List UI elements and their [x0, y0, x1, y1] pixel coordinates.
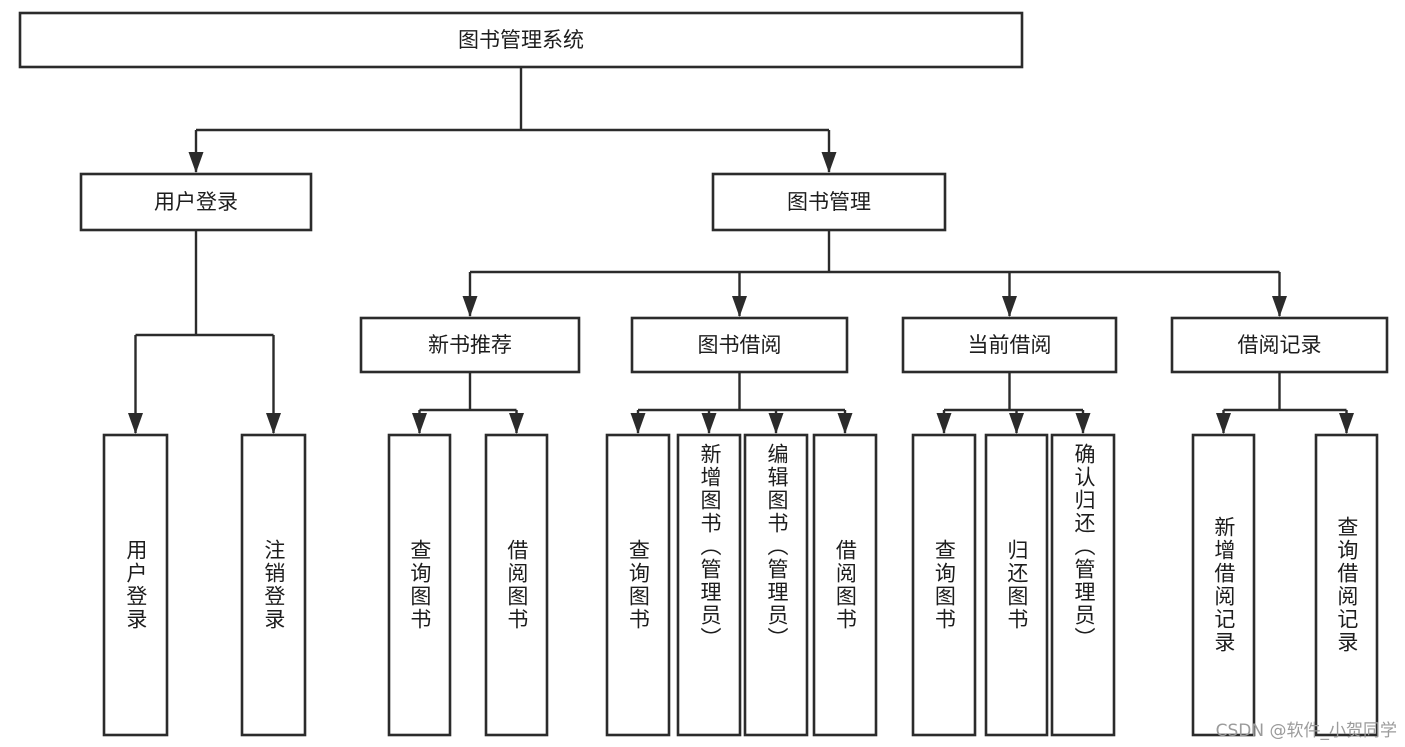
node-box-leaf-12[interactable]	[1314, 433, 1379, 737]
node-box-leaf-11[interactable]	[1191, 433, 1256, 737]
arrow-head-icon	[412, 413, 427, 434]
arrow-head-icon	[732, 296, 747, 317]
node-box-leaf-6[interactable]	[743, 433, 809, 737]
arrow-head-icon	[128, 413, 143, 434]
arrow-head-icon	[509, 413, 524, 434]
node-box-leaf-8[interactable]	[911, 433, 977, 737]
arrow-head-icon	[1002, 296, 1017, 317]
node-box-leaf-0[interactable]	[102, 433, 169, 737]
node-box-level2-1[interactable]	[630, 316, 849, 374]
connectors-layer	[128, 67, 1354, 434]
arrow-head-icon	[821, 152, 837, 173]
node-box-leaf-10[interactable]	[1050, 433, 1116, 737]
node-box-root[interactable]	[18, 11, 1024, 69]
arrow-head-icon	[1272, 296, 1287, 317]
arrow-head-icon	[768, 413, 784, 434]
arrow-head-icon	[1009, 413, 1024, 434]
node-box-leaf-5[interactable]	[676, 433, 742, 737]
arrow-head-icon	[701, 413, 717, 434]
watermark-text: CSDN @软件_小贺同学	[1215, 721, 1397, 741]
boxes-layer	[18, 11, 1389, 737]
arrow-head-icon	[630, 413, 646, 434]
node-box-leaf-7[interactable]	[812, 433, 878, 737]
arrow-head-icon	[1216, 413, 1231, 434]
arrow-head-icon	[936, 413, 952, 434]
arrow-head-icon	[266, 413, 281, 434]
arrow-head-icon	[837, 413, 853, 434]
node-label-level2-3: 借阅记录	[1238, 333, 1322, 357]
node-label-root: 图书管理系统	[458, 28, 584, 52]
node-box-leaf-3[interactable]	[484, 433, 549, 737]
node-label-level2-2: 当前借阅	[968, 333, 1052, 357]
node-box-level2-2[interactable]	[901, 316, 1118, 374]
node-label-level2-0: 新书推荐	[428, 333, 512, 357]
node-box-level2-0[interactable]	[359, 316, 581, 374]
node-label-level1-1: 图书管理	[787, 190, 871, 214]
node-label-level2-1: 图书借阅	[698, 333, 782, 357]
node-label-level1-0: 用户登录	[154, 190, 238, 214]
node-box-leaf-9[interactable]	[984, 433, 1049, 737]
node-box-leaf-1[interactable]	[240, 433, 307, 737]
node-box-level2-3[interactable]	[1170, 316, 1389, 374]
arrow-head-icon	[1339, 413, 1354, 434]
arrow-head-icon	[188, 152, 204, 173]
arrow-head-icon	[462, 296, 478, 317]
arrow-head-icon	[1075, 413, 1091, 434]
node-box-leaf-4[interactable]	[605, 433, 671, 737]
node-box-leaf-2[interactable]	[387, 433, 452, 737]
node-box-level1-1[interactable]	[711, 172, 947, 232]
node-box-level1-0[interactable]	[79, 172, 313, 232]
